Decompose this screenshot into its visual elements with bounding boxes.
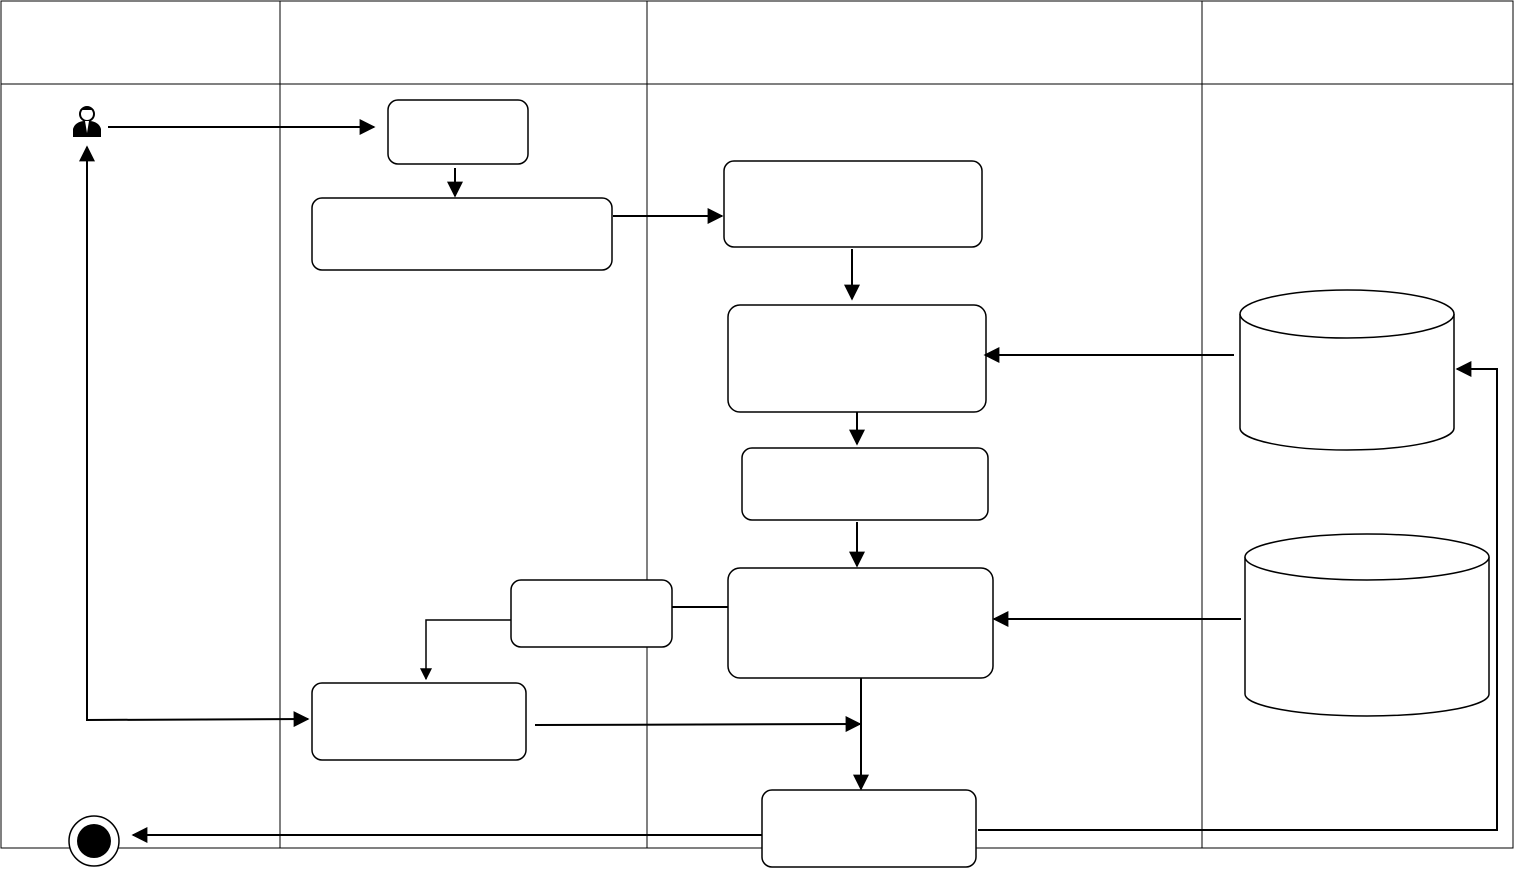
flow-actor-to-step-h: [85, 711, 310, 728]
activity-node-step-c[interactable]: [723, 160, 983, 248]
swimlane-frame: [0, 0, 1514, 849]
flow-step-i-to-db-1: [978, 361, 1498, 831]
activity-node-step-d[interactable]: [727, 304, 987, 413]
final-state-icon: [68, 815, 120, 867]
flow-step-g-to-step-h: [420, 619, 511, 681]
activity-node-step-i[interactable]: [761, 789, 977, 868]
activity-node-step-h[interactable]: [311, 682, 527, 761]
activity-node-step-e[interactable]: [741, 447, 989, 521]
activity-node-step-g[interactable]: [510, 579, 673, 648]
flow-step-h-to-step-i: [534, 716, 862, 733]
datastore-db-1[interactable]: [1239, 289, 1455, 451]
person-icon[interactable]: [73, 106, 101, 138]
activity-node-step-f[interactable]: [727, 567, 994, 679]
activity-node-step-b[interactable]: [311, 197, 613, 271]
datastore-db-2[interactable]: [1244, 533, 1490, 717]
swimlane-border: [0, 0, 1514, 849]
activity-node-step-a[interactable]: [387, 99, 529, 165]
